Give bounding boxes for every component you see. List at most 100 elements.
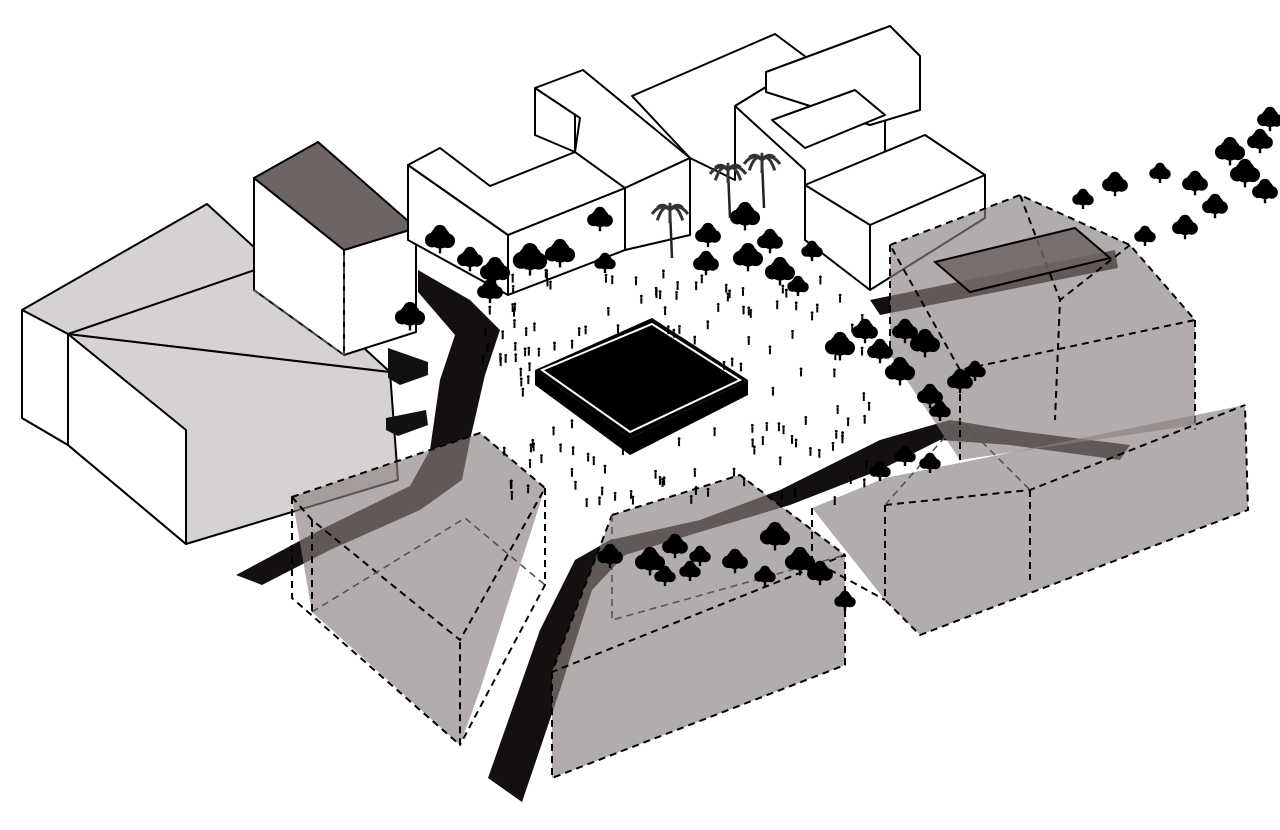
person bbox=[732, 467, 736, 477]
person bbox=[598, 496, 601, 506]
person bbox=[603, 464, 607, 474]
person bbox=[498, 353, 502, 362]
tree bbox=[824, 331, 856, 361]
tree bbox=[852, 318, 878, 344]
person bbox=[634, 276, 638, 286]
person bbox=[571, 446, 575, 456]
person bbox=[511, 285, 515, 294]
person bbox=[752, 445, 756, 455]
tree bbox=[787, 275, 809, 296]
person bbox=[481, 354, 485, 364]
person bbox=[722, 360, 726, 370]
tree bbox=[1149, 162, 1171, 183]
person bbox=[689, 494, 693, 504]
person bbox=[819, 275, 822, 285]
person bbox=[528, 362, 531, 372]
person bbox=[724, 283, 728, 293]
person bbox=[793, 488, 797, 498]
person bbox=[513, 302, 517, 312]
person bbox=[639, 294, 643, 304]
person bbox=[782, 425, 785, 435]
tree bbox=[807, 560, 833, 586]
person bbox=[531, 438, 535, 448]
tree bbox=[679, 560, 701, 581]
person bbox=[613, 491, 617, 501]
person bbox=[809, 446, 812, 456]
person bbox=[549, 280, 552, 290]
person bbox=[529, 443, 533, 453]
tree-group bbox=[394, 106, 1280, 611]
tree bbox=[634, 546, 666, 576]
person bbox=[833, 351, 837, 361]
person bbox=[833, 496, 837, 506]
tree bbox=[759, 521, 791, 551]
person bbox=[559, 443, 562, 453]
person bbox=[577, 327, 581, 336]
person bbox=[658, 290, 662, 300]
tree bbox=[1247, 128, 1273, 154]
palm-tree bbox=[708, 162, 748, 219]
person bbox=[742, 305, 745, 315]
person bbox=[678, 325, 681, 334]
proposed-volume-left bbox=[291, 432, 546, 746]
person bbox=[553, 341, 556, 351]
person bbox=[533, 322, 536, 332]
person bbox=[840, 434, 844, 444]
person bbox=[863, 414, 867, 424]
tree bbox=[689, 545, 711, 566]
person bbox=[693, 467, 697, 477]
palm-tree bbox=[742, 152, 782, 209]
tree bbox=[764, 256, 796, 286]
tree bbox=[1252, 178, 1278, 204]
person bbox=[860, 346, 864, 356]
person bbox=[654, 469, 657, 479]
person bbox=[511, 273, 515, 283]
person bbox=[794, 301, 798, 311]
tree bbox=[477, 278, 503, 304]
tree bbox=[919, 452, 941, 473]
person bbox=[706, 487, 710, 497]
person bbox=[810, 311, 814, 321]
tree bbox=[1134, 225, 1156, 246]
person bbox=[775, 300, 779, 310]
person bbox=[584, 325, 588, 335]
tree bbox=[929, 400, 951, 421]
person bbox=[629, 489, 633, 499]
proposed-volumes bbox=[291, 194, 1249, 779]
person bbox=[860, 313, 864, 323]
tree bbox=[892, 318, 918, 344]
tree bbox=[424, 224, 456, 254]
roof-slab-right bbox=[932, 226, 1113, 294]
person bbox=[771, 386, 775, 396]
person bbox=[834, 429, 838, 439]
proposed-volume-center bbox=[551, 474, 846, 779]
tree bbox=[894, 445, 916, 466]
person bbox=[747, 335, 751, 345]
person bbox=[700, 274, 704, 284]
person bbox=[666, 325, 670, 335]
tree bbox=[947, 368, 973, 394]
person bbox=[663, 306, 667, 316]
person bbox=[631, 495, 635, 505]
person bbox=[850, 323, 854, 333]
tree bbox=[917, 383, 943, 409]
person bbox=[815, 303, 819, 313]
person bbox=[519, 377, 523, 387]
tree bbox=[654, 565, 676, 586]
person bbox=[610, 275, 614, 285]
person bbox=[742, 477, 746, 487]
person bbox=[502, 446, 506, 456]
person bbox=[694, 281, 698, 291]
person bbox=[831, 441, 835, 451]
person bbox=[510, 490, 514, 500]
person bbox=[706, 320, 710, 330]
people-group bbox=[481, 268, 871, 508]
person bbox=[799, 367, 803, 377]
person bbox=[713, 427, 716, 437]
person bbox=[739, 362, 743, 372]
palm-tree bbox=[650, 202, 690, 259]
person bbox=[570, 419, 574, 429]
person bbox=[837, 332, 840, 341]
person bbox=[784, 288, 788, 298]
